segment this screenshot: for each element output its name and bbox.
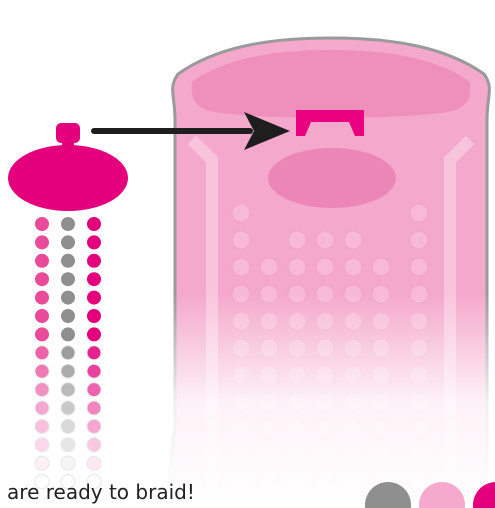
bead [87,327,101,342]
bead [86,437,102,453]
bead [86,455,102,471]
bead [34,418,50,434]
bead [35,290,49,305]
bead [86,474,102,490]
bead [87,217,101,231]
slot-bracket-icon [296,110,364,136]
bead [60,437,76,453]
bead [60,382,76,398]
bead [86,363,102,379]
color-dots [365,482,495,508]
bead [61,235,75,250]
bead [61,253,75,268]
bead [60,418,76,434]
bead [35,309,49,323]
bead [87,272,101,287]
bead [60,363,76,379]
bead [86,382,102,398]
bead [61,327,75,342]
bead [35,253,49,268]
bead [86,418,102,434]
bead-strands [34,217,102,490]
ready-caption: u are ready to braid! [0,480,195,504]
arrow-right-icon [91,112,290,150]
bead [60,474,76,490]
bead [34,437,50,453]
bead [35,327,49,342]
bead [61,272,75,287]
bead [34,363,50,379]
bead [35,217,49,231]
bobbin-icon [8,123,128,211]
bead [61,290,75,305]
bead [87,253,101,268]
bead [34,474,50,490]
braider-fade [160,30,495,508]
color-dot [419,482,465,508]
bead [35,235,49,250]
bead [60,345,76,361]
bead [60,400,76,416]
bead [86,345,102,361]
bead [35,272,49,287]
bead [60,455,76,471]
bead [87,309,101,323]
bead [34,455,50,471]
bead [34,382,50,398]
color-dot [473,482,495,508]
bead [34,345,50,361]
bead [87,290,101,305]
braider-device [160,30,495,508]
bead [61,217,75,231]
bead [87,235,101,250]
bead [61,309,75,323]
bead [34,400,50,416]
color-dot [365,482,411,508]
bead [86,400,102,416]
